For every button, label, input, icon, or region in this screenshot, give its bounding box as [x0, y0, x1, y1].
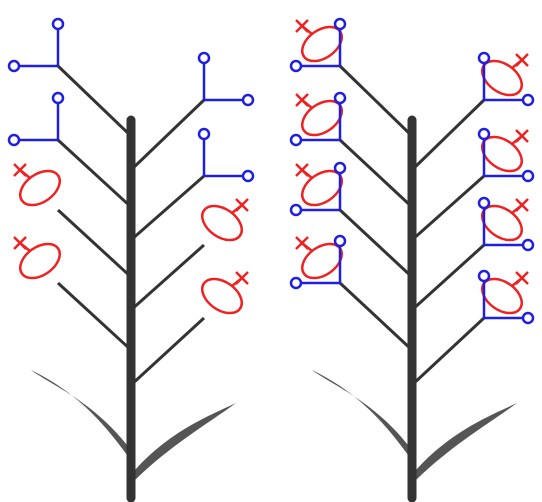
male-anther-side [521, 93, 535, 107]
female-stigma-b [515, 53, 529, 67]
male-anther-side [289, 276, 303, 290]
branch-0-male-flower [289, 17, 347, 73]
female-ovary [19, 242, 61, 280]
branch-right [411, 174, 485, 242]
male-anther-top [477, 269, 491, 283]
branch-2-female-flower [13, 163, 61, 207]
male-anther-top [197, 51, 211, 65]
branch-1-male-flower [7, 91, 65, 147]
female-ovary [201, 204, 243, 242]
male-anther-side [241, 169, 255, 183]
male-anther-top [333, 234, 347, 248]
branch-2-male-flower [289, 161, 347, 217]
leaf-right [416, 403, 517, 480]
branch-right [129, 98, 206, 172]
branch-right [410, 316, 486, 387]
female-stigma-b [13, 236, 27, 250]
female-ovary [201, 277, 243, 315]
plant-left [7, 17, 255, 502]
male-anther-side [521, 169, 535, 183]
branch-6-male-flower [477, 196, 535, 252]
branch-1-male-flower [289, 91, 347, 147]
female-stigma-b [515, 198, 529, 212]
male-anther-top [51, 17, 65, 31]
female-stigma-b [295, 236, 309, 250]
branch-0-male-flower [7, 17, 65, 73]
branch-right [129, 316, 206, 387]
branch-6-female-flower [481, 198, 529, 242]
male-anther-side [7, 59, 21, 73]
branch-5-male-flower [197, 127, 255, 183]
male-anther-top [197, 127, 211, 141]
female-stigma-b [295, 163, 309, 177]
male-anther-side [289, 203, 303, 217]
female-stigma-b [515, 129, 529, 143]
branch-left [338, 281, 414, 352]
male-anther-top [333, 91, 347, 105]
branch-left [338, 138, 414, 209]
branch-right [130, 243, 205, 312]
male-anther-top [51, 91, 65, 105]
leaf-left [31, 370, 127, 455]
male-anther-side [7, 133, 21, 147]
male-anther-top [333, 161, 347, 175]
branch-4-male-flower [197, 51, 255, 107]
branch-right [410, 243, 486, 312]
male-anther-top [477, 127, 491, 141]
female-stigma-b [295, 93, 309, 107]
branch-3-female-flower [13, 236, 61, 280]
female-ovary [19, 169, 61, 207]
male-anther-side [289, 59, 303, 73]
branch-right [410, 98, 486, 172]
branch-left [56, 281, 133, 352]
male-anther-side [521, 238, 535, 252]
branch-left [56, 138, 133, 209]
female-stigma-b [295, 19, 309, 33]
leaf-left [312, 370, 408, 455]
branch-5-male-flower [477, 127, 535, 183]
male-anther-top [477, 196, 491, 210]
male-anther-side [521, 311, 535, 325]
female-stigma-b [235, 198, 249, 212]
branch-4-female-flower [481, 53, 529, 97]
branch-3-male-flower [289, 234, 347, 290]
male-anther-side [241, 93, 255, 107]
branch-left [338, 64, 414, 138]
branch-left [56, 64, 133, 138]
female-stigma-b [235, 271, 249, 285]
branch-7-male-flower [477, 269, 535, 325]
female-stigma-b [515, 271, 529, 285]
branch-6-female-flower [201, 198, 249, 242]
branch-left [338, 208, 414, 279]
male-anther-top [477, 51, 491, 65]
branch-right [130, 174, 205, 242]
male-anther-side [289, 133, 303, 147]
branch-4-male-flower [477, 51, 535, 107]
male-anther-top [333, 17, 347, 31]
female-stigma-b [13, 163, 27, 177]
leaf-right [135, 403, 236, 480]
branch-7-female-flower [201, 271, 249, 315]
plant-right [289, 17, 535, 502]
branch-left [56, 208, 133, 279]
